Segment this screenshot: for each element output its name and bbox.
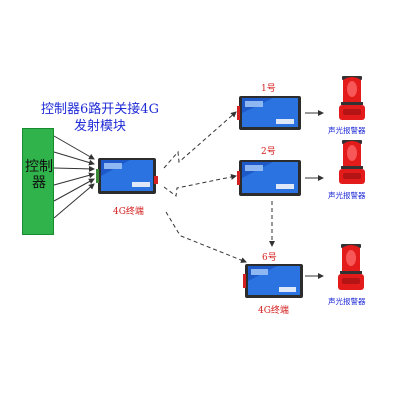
controller-box: 控制器 bbox=[22, 128, 54, 235]
controller-output-arrows bbox=[53, 135, 95, 219]
receiver-1-id: 1号 bbox=[261, 84, 276, 94]
receiver-2-id: 2号 bbox=[261, 147, 276, 157]
wireless-link-1 bbox=[163, 111, 237, 169]
alarm-light-2-icon bbox=[339, 140, 365, 184]
receiver-6-label: 4G终端 bbox=[258, 306, 289, 316]
transmitter-module bbox=[96, 158, 158, 194]
alarm-2-label: 声光报警器 bbox=[328, 191, 366, 200]
transmitter-label: 4G终端 bbox=[113, 207, 144, 217]
controller-label: 控制器 bbox=[25, 159, 53, 191]
output-arrow-4 bbox=[53, 172, 95, 186]
output-arrow-5 bbox=[53, 178, 95, 202]
receiver-2-module bbox=[237, 160, 301, 196]
output-arrow-1 bbox=[53, 135, 95, 160]
receiver-6-module bbox=[243, 264, 303, 298]
receiver-1-module bbox=[237, 96, 301, 130]
alarm-6-label: 声光报警器 bbox=[328, 297, 366, 306]
alarm-light-1-icon bbox=[339, 76, 365, 120]
output-arrow-2 bbox=[53, 151, 95, 166]
title-line-1: 控制器6路开关接4G bbox=[41, 102, 159, 117]
output-arrow-3 bbox=[53, 165, 95, 172]
title-line-2: 发射模块 bbox=[73, 119, 126, 134]
wireless-link-2 bbox=[163, 174, 237, 197]
receiver-6-id: 6号 bbox=[262, 253, 277, 263]
alarm-light-6-icon bbox=[338, 244, 364, 290]
alarm-1-label: 声光报警器 bbox=[328, 126, 366, 135]
diagram-title: 控制器6路开关接4G 发射模块 bbox=[32, 101, 168, 135]
wireless-link-6 bbox=[165, 211, 247, 263]
output-arrow-6 bbox=[53, 183, 95, 219]
